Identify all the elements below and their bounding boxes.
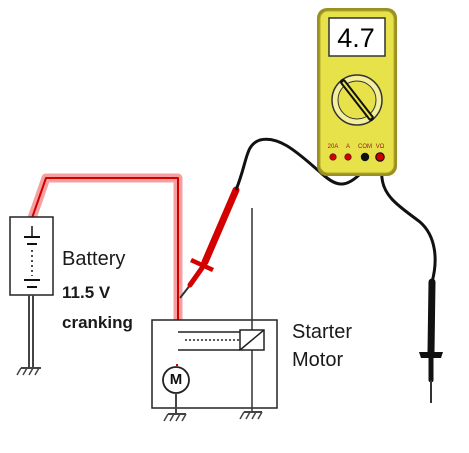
jack-label-com: COM <box>358 144 372 150</box>
jack-a <box>344 153 352 161</box>
jack-label-20a: 20A <box>327 144 339 150</box>
battery-condition: cranking <box>62 313 133 332</box>
battery-ground-icon <box>16 295 41 376</box>
jack-label-v-ohm: VΩ <box>375 144 385 150</box>
solenoid-coil-slash <box>239 329 265 351</box>
motor-label: Motor <box>292 349 344 371</box>
black-probe <box>419 278 443 403</box>
battery-label: Battery <box>62 248 126 270</box>
battery-voltage: 11.5 V <box>62 283 111 302</box>
jack-20a <box>329 153 337 161</box>
motor-symbol-label: M <box>169 371 183 388</box>
jack-com <box>360 152 370 162</box>
black-test-lead <box>378 159 437 283</box>
starter-label: Starter <box>292 321 353 343</box>
solenoid-ground-icon <box>239 411 263 420</box>
multimeter <box>317 8 397 176</box>
jack-label-a: A <box>345 144 350 150</box>
meter-display <box>328 17 386 57</box>
meter-reading: 4.7 <box>337 23 375 53</box>
battery-symbol <box>24 226 40 288</box>
red-probe <box>187 186 240 288</box>
positive-cable <box>31 177 179 365</box>
motor-ground-icon <box>163 393 187 422</box>
red-test-lead <box>234 137 367 191</box>
jack-v-ohm <box>375 152 385 162</box>
